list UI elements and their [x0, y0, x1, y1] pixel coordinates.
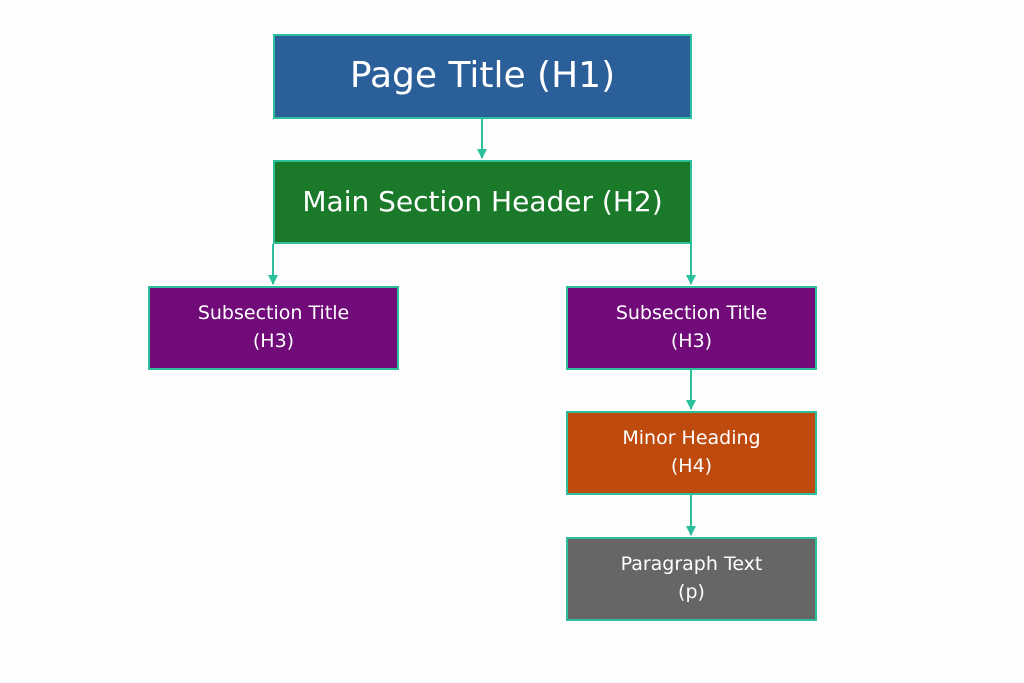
node-label: Subsection Title [615, 302, 768, 325]
node-label: Page Title (H1) [349, 55, 616, 97]
node-minor-heading-h4: Minor Heading (H4) [566, 411, 817, 495]
node-subsection-title-h3-right: Subsection Title (H3) [566, 286, 817, 370]
node-label: Main Section Header (H2) [302, 184, 663, 218]
node-tag: (H4) [670, 455, 713, 477]
node-tag: (p) [678, 581, 705, 603]
node-label: Paragraph Text [620, 553, 763, 576]
node-subsection-title-h3-left: Subsection Title (H3) [148, 286, 399, 370]
node-label: Subsection Title [197, 302, 350, 325]
node-tag: (H3) [670, 330, 713, 352]
node-paragraph-text-p: Paragraph Text (p) [566, 537, 817, 621]
node-page-title-h1: Page Title (H1) [273, 34, 692, 119]
node-main-section-header-h2: Main Section Header (H2) [273, 160, 692, 244]
node-label: Minor Heading [622, 427, 761, 450]
node-tag: (H3) [252, 330, 295, 352]
